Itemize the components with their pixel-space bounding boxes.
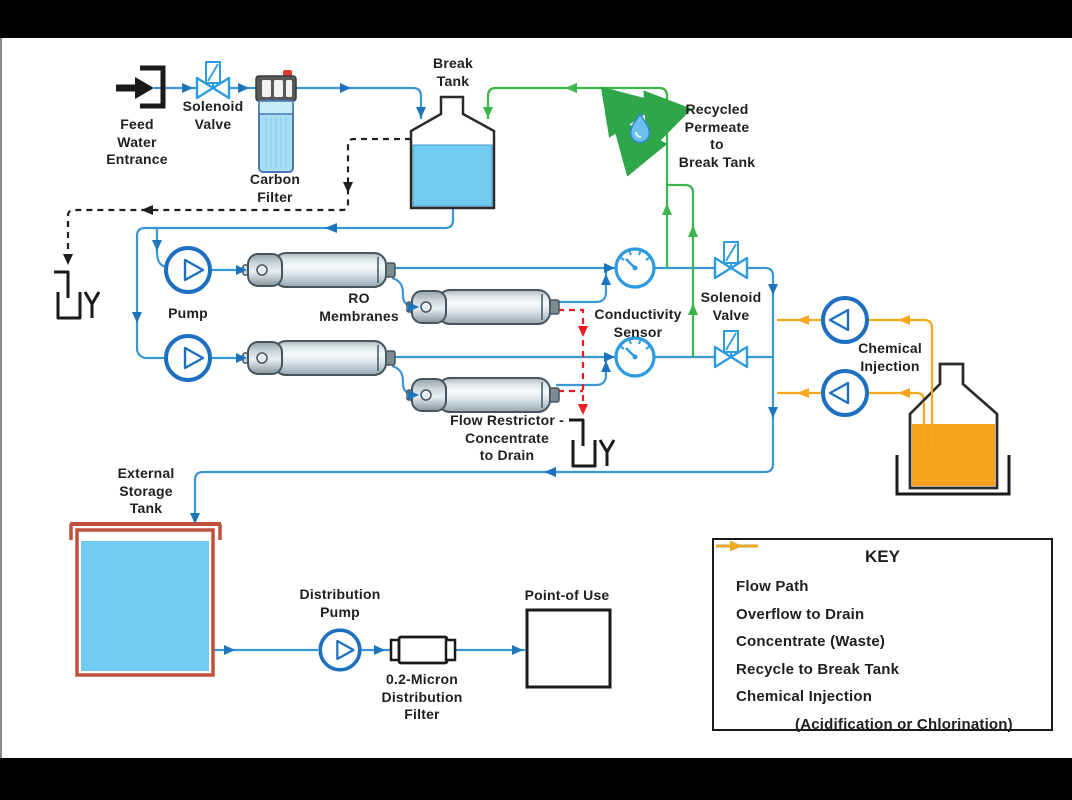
flow-arrows (132, 83, 778, 655)
label-pump: Pump (168, 305, 208, 321)
label-ro-membranes: RO Membranes (319, 290, 399, 324)
letterbox-top (0, 0, 1072, 38)
key-row-concentrate: Concentrate (Waste) (714, 541, 1051, 656)
label-break-tank: Break Tank (433, 55, 473, 89)
chemical-pump-1-icon (821, 296, 869, 344)
concentrate-lines (558, 308, 585, 414)
recycle-icon (600, 86, 693, 177)
label-chemical-injection: Chemical Injection (858, 340, 922, 374)
key-row-chemical: Chemical Injection (714, 541, 1051, 711)
label-distribution-filter: 0.2-Micron Distribution Filter (381, 671, 463, 722)
distribution-filter-icon (389, 635, 457, 665)
key-panel: KEY Flow Path Overflow to Drain (712, 538, 1053, 733)
chemical-pump-2-icon (821, 369, 869, 417)
key-label: Recycle to Break Tank (736, 660, 900, 678)
solenoid-valve-inlet-icon (195, 60, 231, 100)
key-label: Concentrate (Waste) (736, 633, 886, 651)
distribution-pump-icon (318, 628, 362, 672)
key-footnote: (Acidification or Chlorination) (795, 715, 1013, 733)
key-label: Chemical Injection (736, 688, 873, 706)
drain-icon-2 (567, 418, 616, 468)
label-solenoid-valve-inlet: Solenoid Valve (182, 98, 244, 132)
pump-1-icon (164, 246, 212, 294)
break-tank-icon (409, 95, 496, 210)
pump-2-icon (164, 334, 212, 382)
key-title: KEY (865, 547, 900, 566)
label-external-storage-tank: External Storage Tank (117, 465, 175, 516)
label-conductivity-sensor: Conductivity Sensor (594, 306, 682, 340)
ro-membrane-3 (242, 340, 396, 376)
recycle-arrows (483, 83, 698, 315)
label-carbon-filter: Carbon Filter (249, 171, 301, 205)
chemical-swatch-icon (716, 541, 758, 551)
chemical-tank-icon (895, 362, 1011, 496)
ro-membrane-4 (406, 377, 560, 413)
point-of-use-box (525, 608, 612, 689)
solenoid-valve-outlet-2-icon (713, 329, 749, 369)
label-flow-restrictor: Flow Restrictor - Concentrate to Drain (450, 412, 564, 463)
drain-icon-1 (52, 270, 101, 320)
label-solenoid-valve-outlet: Solenoid Valve (700, 289, 762, 323)
letterbox-bottom (0, 758, 1072, 800)
conductivity-sensor-1-icon (614, 247, 656, 289)
key-label: Overflow to Drain (736, 605, 865, 623)
external-storage-tank-icon (69, 522, 222, 677)
conductivity-sensor-2-icon (614, 336, 656, 378)
key-row-recycle: Recycle to Break Tank (714, 541, 1051, 684)
label-feed-water: Feed Water Entrance (106, 116, 168, 167)
label-point-of-use: Point-of Use (524, 587, 610, 603)
key-row-overflow: Overflow to Drain (714, 541, 1051, 629)
label-recycled-permeate: Recycled Permeate to Break Tank (678, 101, 756, 170)
ro-membrane-1 (242, 252, 396, 288)
ro-membrane-2 (406, 289, 560, 325)
feed-water-icon (116, 65, 166, 109)
concentrate-arrows (578, 326, 588, 415)
key-label: Flow Path (736, 578, 809, 596)
overflow-drain-line (66, 137, 411, 260)
chemical-arrows (797, 315, 910, 398)
label-distribution-pump: Distribution Pump (299, 586, 381, 620)
carbon-filter-icon (255, 70, 297, 173)
solenoid-valve-outlet-1-icon (713, 240, 749, 280)
overflow-arrows (63, 182, 353, 265)
key-row-flow-path: Flow Path (714, 541, 1051, 601)
left-edge-line (0, 38, 2, 758)
